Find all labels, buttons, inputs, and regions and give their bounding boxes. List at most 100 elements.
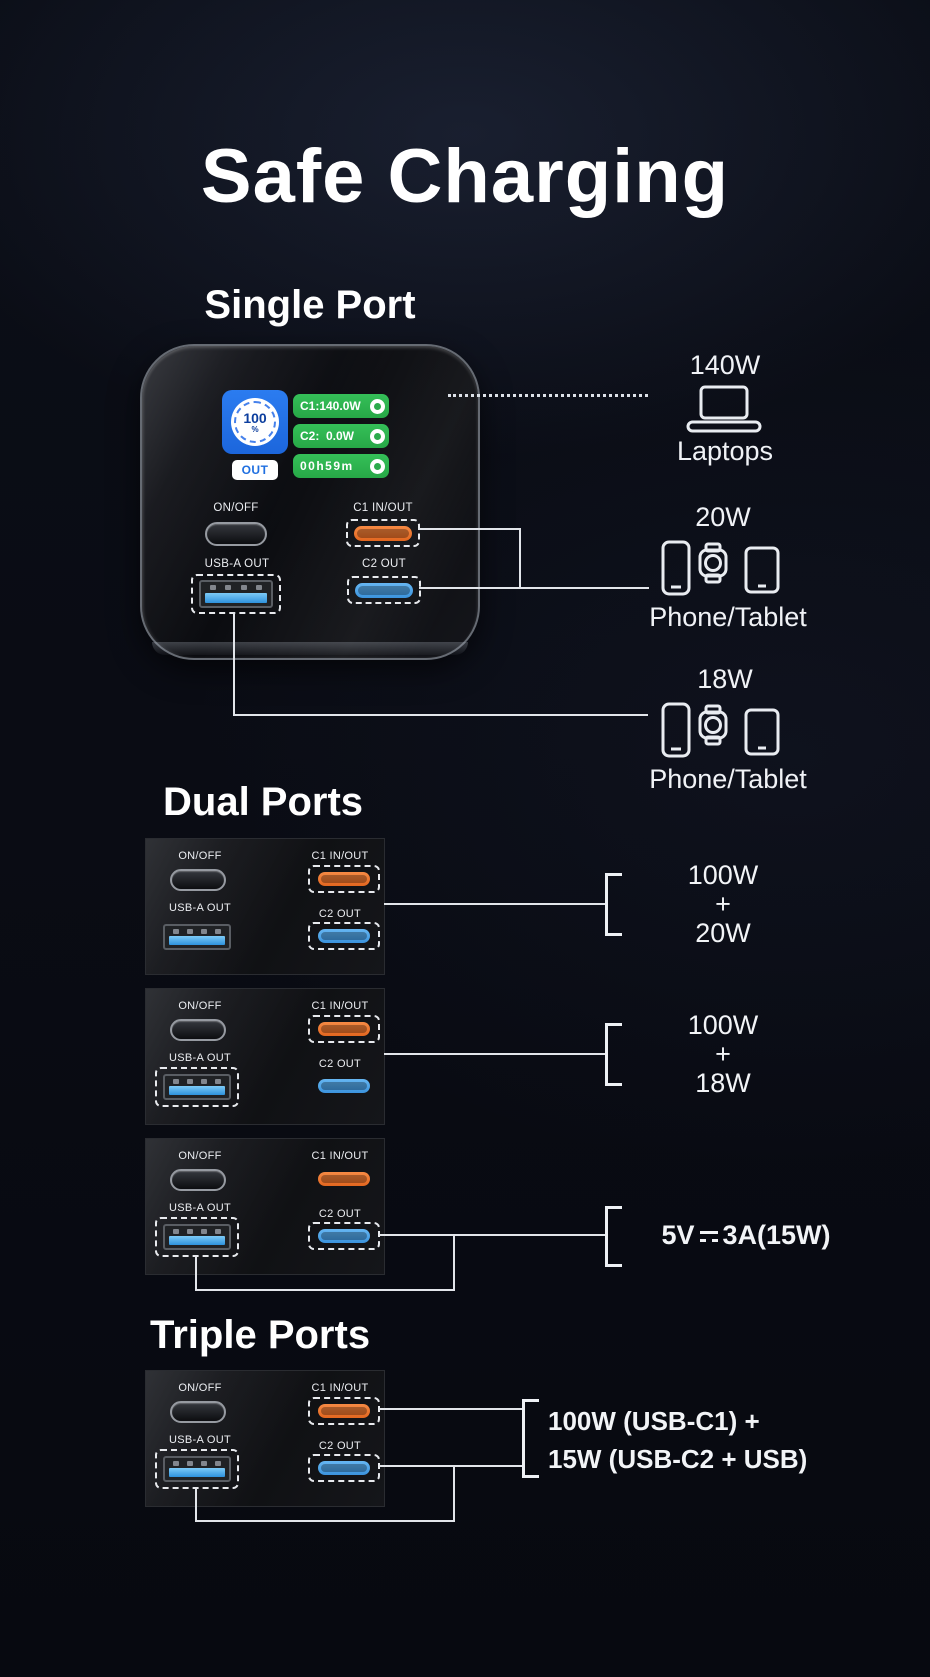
connector-line-c1-elbow [519,528,521,589]
power-button [170,1169,226,1191]
c1-power-text: C1:140.0W [300,399,361,413]
callout-bracket [522,1399,539,1478]
combo-result: 100W + 20W [628,861,818,948]
usb-a-port [163,1456,231,1482]
dual-ports-panel-c1-usba: ON/OFF C1 IN/OUT USB-A OUT C2 OUT [145,988,385,1125]
triple-result-line-2: 15W (USB-C2 + USB) [548,1444,808,1474]
usb-c2-port [318,1461,370,1475]
combo-power-2: 20W [695,918,751,948]
power-value-20w: 20W [695,502,751,532]
usb-c1-port [318,872,370,886]
connector-line-c1-laptop [448,394,648,397]
device-type-label: Laptops [676,436,774,466]
usb-c2-port [318,929,370,943]
device-bottom-rim [152,642,468,655]
callout-bracket [605,873,622,936]
usba-port-highlight [191,574,281,614]
timer-readout: 00h59m [293,454,389,478]
usba-port-label: USB-A OUT [169,1202,231,1214]
combo-voltage: 5V [661,1220,695,1250]
usba-port-highlight [155,1449,239,1489]
power-value-18w: 18W [697,664,753,694]
c2-power-text: C2: 0.0W [300,429,355,443]
readout-status-icon [370,458,385,474]
phone-watch-tablet-icon [660,538,784,598]
usb-c1-port [318,1404,370,1418]
output-mode-badge: OUT [232,460,278,480]
connector-line [379,1234,606,1236]
plus-sign: + [715,1039,731,1069]
c1-port-highlight [346,519,420,547]
connector-line [379,1465,522,1467]
combo-current: 3A(15W) [722,1220,831,1250]
usba-port-label: USB-A OUT [169,902,231,914]
battery-widget: 100 % [222,390,288,454]
usb-c1-port [354,525,412,541]
c2-port-label: C2 OUT [318,1058,362,1070]
onoff-label: ON/OFF [178,850,222,862]
power-button [205,522,267,546]
laptop-icon [682,384,766,436]
connector-line-c2-phone [419,587,649,589]
onoff-label: ON/OFF [178,1150,222,1162]
readout-status-icon [370,398,385,414]
usb-c1-port [318,1022,370,1036]
c2-port-label: C2 OUT [318,1208,362,1220]
usb-a-port [163,1224,231,1250]
onoff-label: ON/OFF [213,502,259,514]
usba-port-highlight [155,1217,239,1257]
usba-port-frame [155,917,239,957]
usba-port-label: USB-A OUT [169,1434,231,1446]
usb-c2-port [355,582,413,598]
combo-power-1: 100W [687,1010,759,1040]
dual-ports-panel-c1-c2: ON/OFF C1 IN/OUT USB-A OUT C2 OUT [145,838,385,975]
c2-port-label: C2 OUT [318,1440,362,1452]
device-type-label: Phone/Tablet [649,764,807,794]
c1-port-highlight [308,865,380,893]
c1-port-label: C1 IN/OUT [353,502,413,514]
triple-ports-panel: ON/OFF C1 IN/OUT USB-A OUT C2 OUT [145,1370,385,1507]
connector-line [195,1289,455,1291]
section-heading-dual-ports: Dual Ports [163,780,364,824]
timer-text: 00h59m [300,459,354,473]
connector-line [384,1053,606,1055]
usb-c2-port [318,1229,370,1243]
usba-port-highlight [155,1067,239,1107]
callout-bracket [605,1023,622,1086]
power-value-140w: 140W [689,350,761,380]
charger-device: 100 % OUT C1:140.0W C2: 0.0W 00h59m ON/O… [140,344,480,660]
c1-port-label: C1 IN/OUT [311,1150,369,1162]
c1-power-readout: C1:140.0W [293,394,389,418]
c2-port-highlight [308,1222,380,1250]
connector-line-usba-phone [233,714,648,716]
direct-current-icon [698,1226,720,1246]
phone-watch-tablet-icon [660,700,784,760]
readout-status-icon [370,428,385,444]
connector-line [384,903,606,905]
c1-port-label: C1 IN/OUT [311,850,369,862]
section-heading-single-port: Single Port [204,283,416,327]
onoff-label: ON/OFF [178,1382,222,1394]
usb-a-port [163,1074,231,1100]
c1-port-highlight [308,1015,380,1043]
usba-port-label: USB-A OUT [169,1052,231,1064]
connector-line [195,1489,197,1522]
device-type-label: Phone/Tablet [649,602,807,632]
c2-port-label: C2 OUT [362,558,406,570]
battery-circle: 100 % [231,398,279,446]
usba-port-label: USB-A OUT [204,558,270,570]
connector-line-usba-vertical [233,612,235,716]
battery-ring [234,401,276,443]
dual-ports-panel-usba-c2: ON/OFF C1 IN/OUT USB-A OUT C2 OUT [145,1138,385,1275]
power-button [170,1401,226,1423]
callout-bracket [605,1206,622,1267]
connector-line [195,1257,197,1291]
connector-line [453,1234,455,1291]
usb-c1-port [318,1172,370,1186]
page-title: Safe Charging [200,134,730,219]
power-button [170,869,226,891]
usb-a-pins [205,585,267,590]
power-button [170,1019,226,1041]
triple-result-line-1: 100W (USB-C1) + [548,1406,760,1436]
